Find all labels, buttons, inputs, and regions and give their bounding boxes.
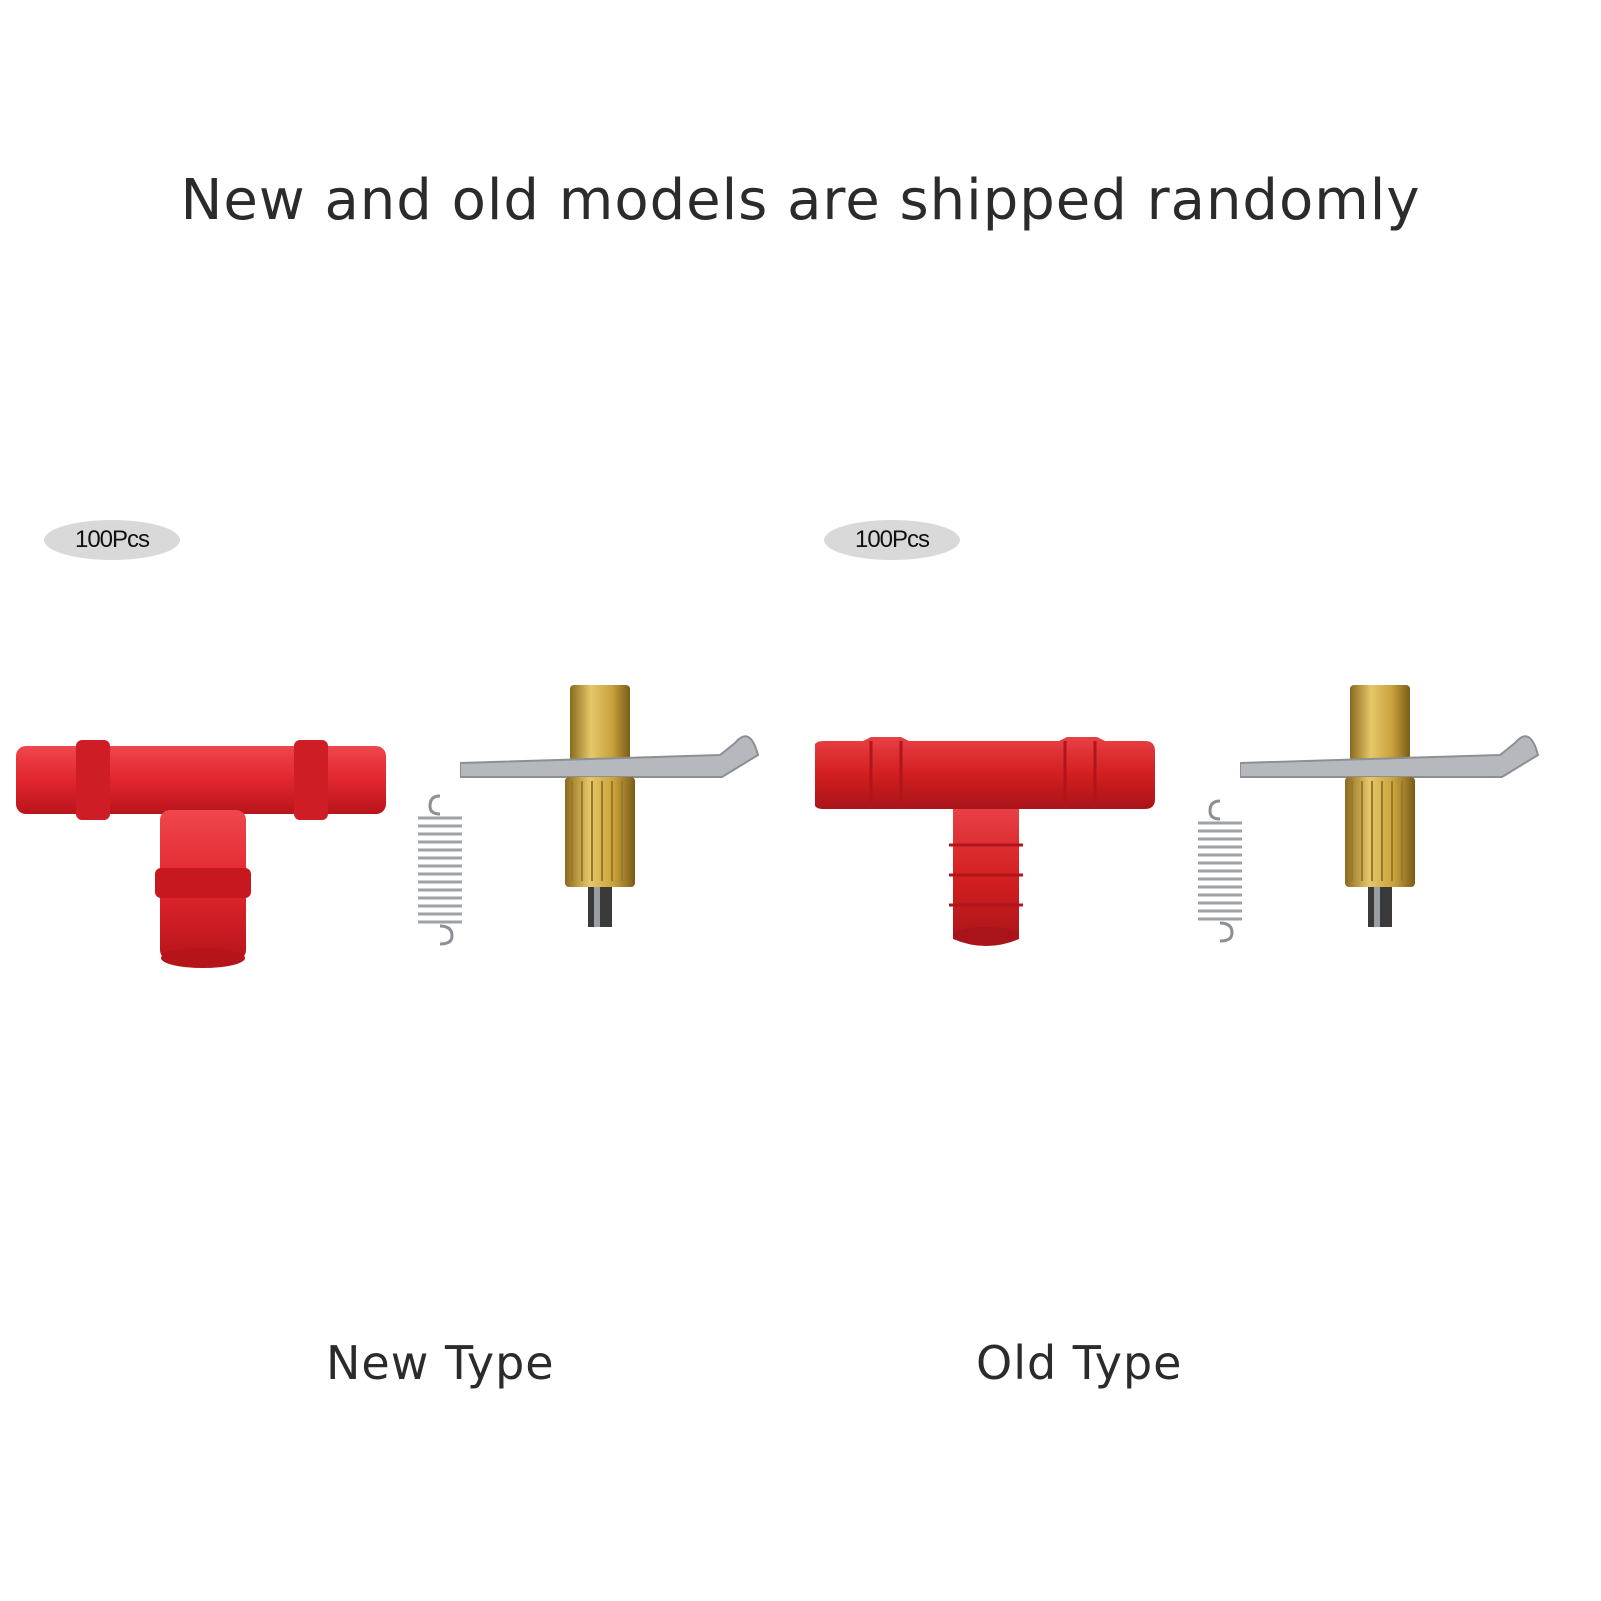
quantity-badge-new: 100Pcs (44, 520, 180, 560)
spring-icon (418, 794, 462, 946)
nipple-drinker-icon (1240, 685, 1540, 927)
headline: New and old models are shipped randomly (180, 168, 1421, 233)
quantity-badge-old: 100Pcs (824, 520, 960, 560)
nipple-drinker-icon (460, 685, 760, 927)
type-label-new: New Type (326, 1336, 555, 1390)
type-label-old: Old Type (976, 1336, 1183, 1390)
tee-connector-icon (16, 740, 386, 968)
tee-connector-icon (815, 737, 1155, 946)
spring-icon (1198, 799, 1242, 943)
